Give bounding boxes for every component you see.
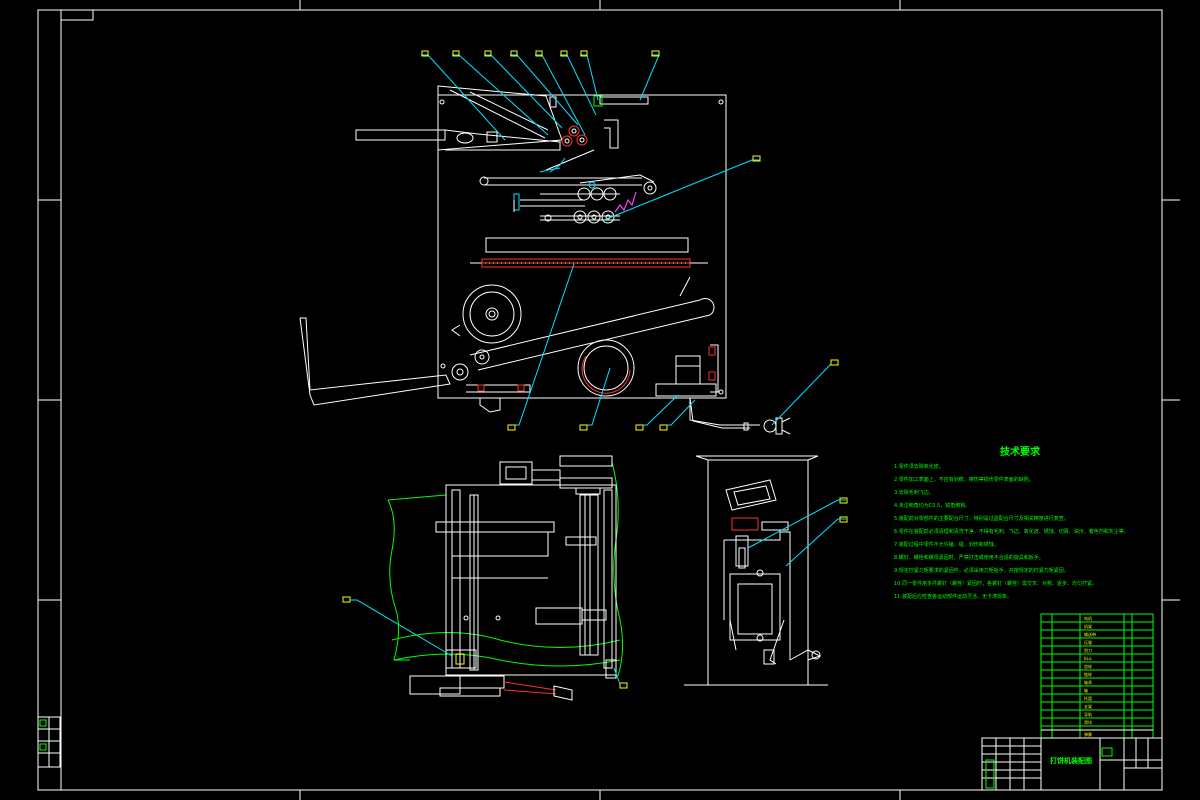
leaders-right — [747, 499, 846, 567]
front-view — [299, 85, 791, 435]
tech-req-line: 8.螺钉、螺栓和螺母紧固时，严禁打击或使用不合适的旋具和扳手。 — [894, 554, 1044, 561]
tech-req-line: 3.去除毛刺飞边。 — [894, 489, 934, 496]
bom-cell: 齿轮 — [1084, 663, 1092, 669]
bom-cell: 压辊 — [1084, 639, 1092, 645]
bom-cell: 刮刀 — [1084, 647, 1092, 653]
technical-requirements: 技术要求 1.零件须去除氧化皮。 2.零件加工表面上，不应有划痕、擦伤等损伤零件… — [894, 445, 1129, 600]
right-view — [684, 455, 828, 686]
bom-cell: 机架 — [1084, 623, 1092, 629]
bom-cell: 输送带 — [1084, 631, 1096, 637]
tech-req-line: 6.零件在装配前必须清理和清洗干净，不得有毛刺、飞边、氧化皮、锈蚀、切屑、油污、… — [894, 528, 1129, 535]
leaders-side — [350, 599, 621, 685]
tech-req-line: 7.装配过程中零件不允许磕、碰、划伤和锈蚀。 — [894, 541, 999, 548]
tech-req-line: 4.未注倒角均为C0.5，锐角倒钝。 — [894, 502, 970, 509]
bom-cell: 滑块 — [1084, 719, 1092, 725]
tech-req-line: 10.同一零件用多件螺钉（螺栓）紧固时，各螺钉（螺栓）需交叉、对称、逐步、均匀拧… — [894, 580, 1097, 587]
bom-cell: 轴 — [1084, 687, 1088, 693]
tech-req-line: 9.规定拧紧力矩要求的紧固件，必须采用力矩扳手，并按规定的拧紧力矩紧固。 — [894, 567, 1069, 574]
tech-req-line: 11.装配后应检查各运动部件运动灵活，无卡滞现象。 — [894, 593, 1012, 600]
tech-req-line: 1.零件须去除氧化皮。 — [894, 463, 944, 470]
bom-cell: 料斗 — [1084, 655, 1092, 661]
part-balloons — [342, 50, 848, 689]
tech-req-line: 2.零件加工表面上，不应有划痕、擦伤等损伤零件表面的缺陷。 — [894, 476, 1034, 483]
tech-req-line: 5.装配前对零部件的主要配合尺寸，特别是过盈配合尺寸及相关精度进行复查。 — [894, 515, 1069, 522]
leaders-front — [421, 54, 838, 426]
bom-cell: 弹簧 — [1084, 731, 1092, 737]
bom-cell: 托盘 — [1084, 695, 1092, 701]
tech-req-title: 技术要求 — [1000, 445, 1041, 458]
bom-cell: 导轨 — [1084, 711, 1092, 717]
bom-cell: 轴承 — [1084, 679, 1092, 685]
side-view — [387, 455, 624, 701]
sheet-frame — [37, 0, 1180, 800]
bom-cell: 支架 — [1084, 703, 1092, 709]
bom-cell: 链轮 — [1084, 671, 1092, 677]
title-block: 打饼机装配图 — [981, 737, 1163, 791]
bill-of-materials: 电机 机架 输送带 压辊 刮刀 料斗 齿轮 链轮 轴承 轴 托盘 支架 导轨 滑… — [1040, 613, 1154, 739]
drawing-title: 打饼机装配图 — [1050, 756, 1092, 765]
bom-cell: 电机 — [1084, 615, 1092, 621]
